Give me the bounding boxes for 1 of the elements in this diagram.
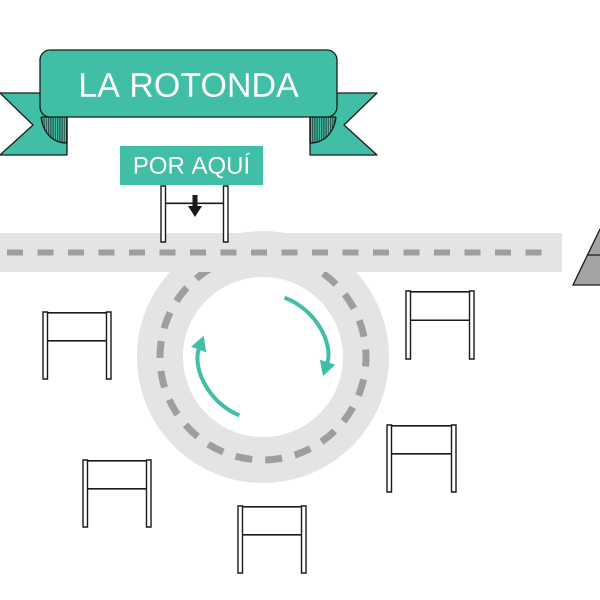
sign-board: POR AQUÍ — [120, 146, 263, 185]
